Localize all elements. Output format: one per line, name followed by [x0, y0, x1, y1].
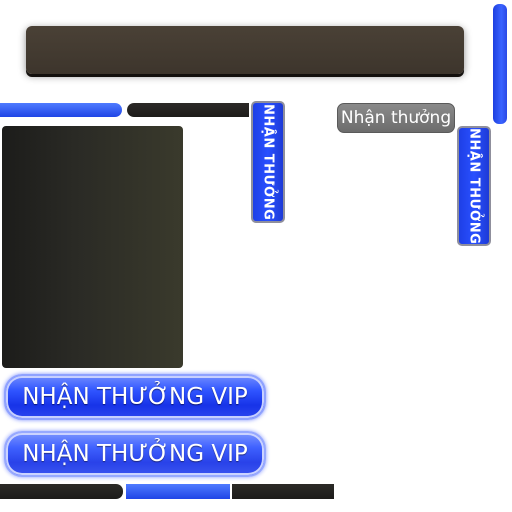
progress-bar-dark — [127, 103, 249, 117]
reward-button-label: NHẬN THƯỞNG — [466, 127, 482, 245]
reward-button-vertical[interactable]: NHẬN THƯỞNG — [251, 101, 285, 223]
vip-reward-button[interactable]: NHẬN THƯỞNG VIP — [4, 374, 266, 420]
progress-bar-blue — [126, 484, 230, 499]
title-panel — [26, 26, 464, 74]
content-panel — [2, 126, 183, 368]
reward-button-small[interactable]: Nhận thưởng — [337, 103, 455, 133]
reward-button-label: Nhận thưởng — [340, 108, 452, 128]
progress-bar-dark — [0, 484, 123, 499]
reward-button-vertical[interactable]: NHẬN THƯỞNG — [457, 126, 491, 246]
vip-reward-button-label: NHẬN THƯỞNG VIP — [22, 441, 248, 467]
vertical-blue-bar — [493, 4, 507, 124]
progress-bar-blue — [0, 103, 122, 117]
vip-reward-button[interactable]: NHẬN THƯỞNG VIP — [4, 431, 266, 477]
vip-reward-button-label: NHẬN THƯỞNG VIP — [22, 384, 248, 410]
reward-button-label: NHẬN THƯỞNG — [260, 103, 276, 221]
progress-bar-dark — [232, 484, 334, 499]
